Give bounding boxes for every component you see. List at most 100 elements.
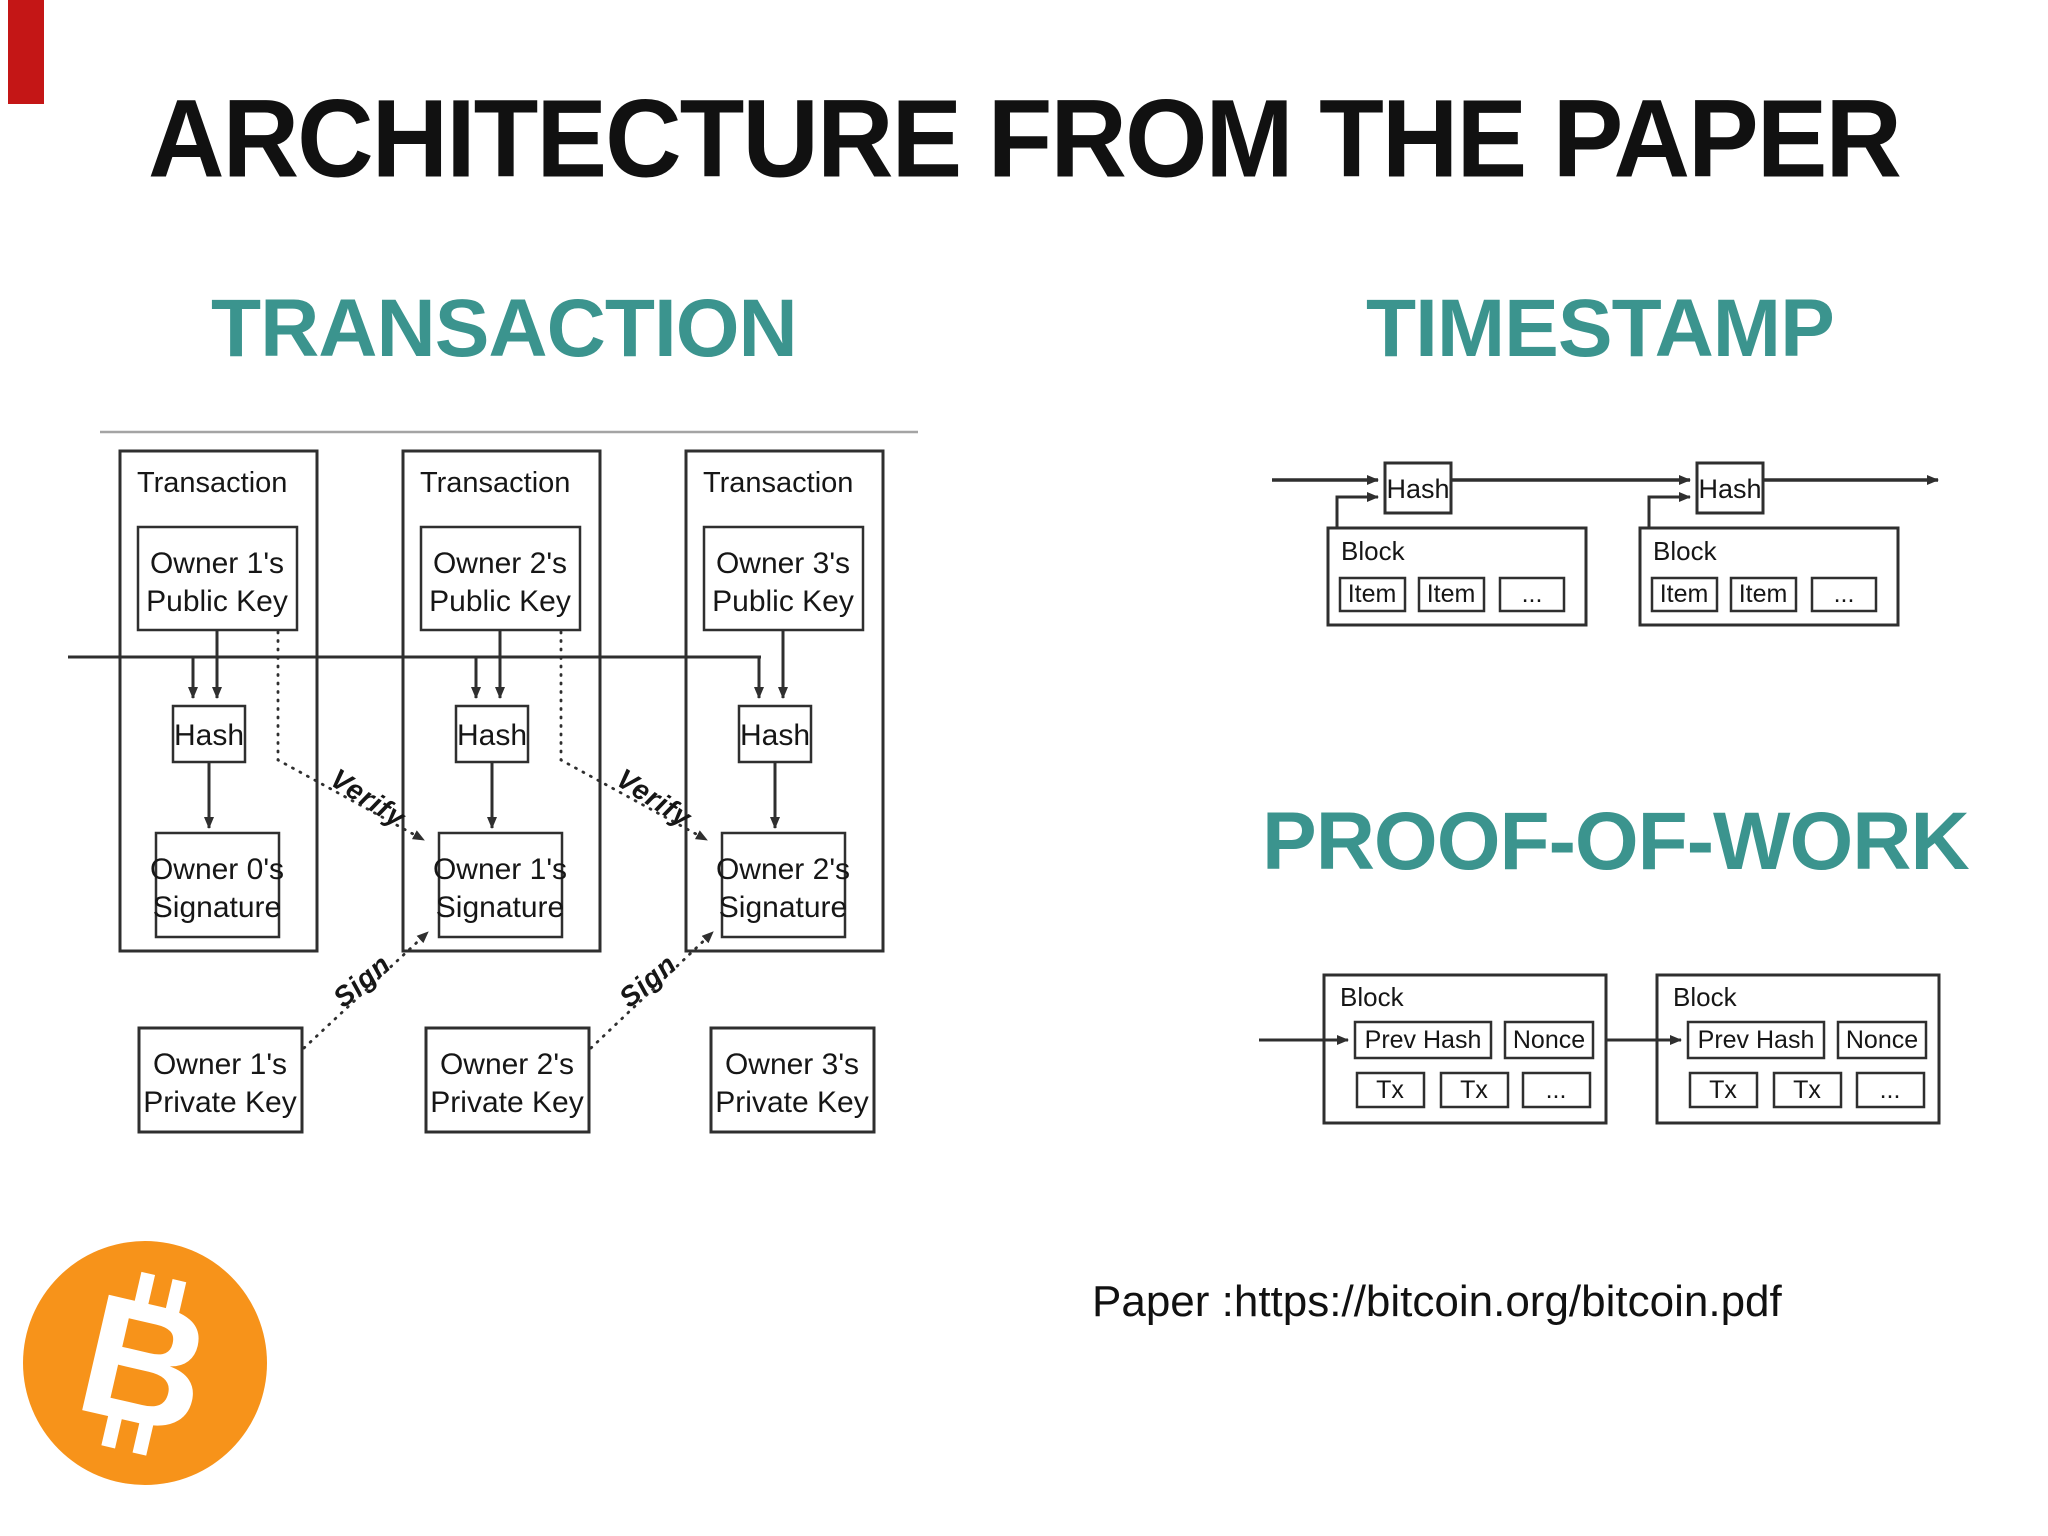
private-key-label-line1: Owner 2's (440, 1048, 574, 1081)
transaction-box (118, 449, 319, 953)
private-key-label-line1: Owner 3's (725, 1048, 859, 1081)
public-key-label-line2: Public Key (429, 585, 571, 618)
tx-ellipsis-box (1855, 1071, 1926, 1109)
timestamp-diagram: Hash Hash Block Item Item ... Block Item… (1272, 461, 1939, 627)
private-key-label-line1: Owner 1's (153, 1048, 287, 1081)
private-key-box (137, 1026, 304, 1134)
item-box (1338, 576, 1407, 613)
tx-box (1439, 1071, 1510, 1109)
nonce-label: Nonce (1846, 1026, 1918, 1054)
tx-label: Tx (1376, 1076, 1404, 1104)
public-key-box (136, 525, 299, 632)
public-key-box (419, 525, 582, 632)
public-key-label-line2: Public Key (146, 585, 288, 618)
tx-box (1355, 1071, 1426, 1109)
block-box (1322, 973, 1608, 1125)
hash-box (454, 704, 530, 764)
timestamp-section-heading: TIMESTAMP (1366, 283, 1835, 374)
tx-label: Tx (1709, 1076, 1737, 1104)
public-key-box (702, 525, 865, 632)
item-label: Item (1427, 580, 1476, 608)
sign-label-2: Sign (613, 948, 682, 1013)
transaction-diagram: Transaction Owner 1's Public Key Hash Ow… (68, 430, 918, 1134)
public-key-label-line1: Owner 3's (716, 547, 850, 580)
public-key-label-line2: Public Key (712, 585, 854, 618)
hash-label: Hash (1698, 474, 1761, 504)
private-key-box (709, 1026, 876, 1134)
verify-arrow-2 (559, 630, 709, 842)
transaction-box-label: Transaction (703, 467, 853, 499)
proof-of-work-section-heading: PROOF-OF-WORK (1262, 796, 1970, 887)
transaction-box-label: Transaction (420, 467, 570, 499)
signature-label-line2: Signature (153, 891, 281, 924)
item-ellipsis-label: ... (1834, 580, 1855, 608)
transaction-box (684, 449, 885, 953)
tx-label: Tx (1460, 1076, 1488, 1104)
pow-block-1: Block Prev Hash Nonce Tx Tx ... (1322, 973, 1608, 1125)
tx-ellipsis-label: ... (1880, 1076, 1901, 1104)
transaction-column-2: Transaction Owner 2's Public Key Hash Ow… (401, 449, 602, 953)
verify-arrow-1 (276, 630, 426, 842)
private-key-label-line2: Private Key (143, 1086, 296, 1119)
nonce-label: Nonce (1513, 1026, 1585, 1054)
signature-label-line2: Signature (436, 891, 564, 924)
prev-hash-box (1686, 1020, 1826, 1060)
hash-box (1383, 461, 1453, 515)
hash-box (171, 704, 247, 764)
transaction-box-label: Transaction (137, 467, 287, 499)
page-title: ARCHITECTURE FROM THE PAPER (148, 77, 1902, 201)
pow-block-2: Block Prev Hash Nonce Tx Tx ... (1655, 973, 1941, 1125)
tx-box (1688, 1071, 1759, 1109)
signature-box (154, 831, 281, 939)
block-label: Block (1340, 982, 1405, 1012)
block-box (1655, 973, 1941, 1125)
hash-label: Hash (1386, 474, 1449, 504)
red-corner-marker (8, 0, 44, 104)
public-key-label-line1: Owner 2's (433, 547, 567, 580)
tx-label: Tx (1793, 1076, 1821, 1104)
sign-label-1: Sign (327, 948, 396, 1013)
prev-hash-box (1353, 1020, 1493, 1060)
item-box (1417, 576, 1486, 613)
private-key-label-line2: Private Key (430, 1086, 583, 1119)
hash-label: Hash (740, 719, 810, 752)
item-ellipsis-label: ... (1522, 580, 1543, 608)
signature-label-line2: Signature (719, 891, 847, 924)
tx-box (1772, 1071, 1843, 1109)
nonce-box (1503, 1020, 1595, 1060)
item-label: Item (1739, 580, 1788, 608)
transaction-column-1: Transaction Owner 1's Public Key Hash Ow… (118, 449, 319, 953)
item-box (1729, 576, 1798, 613)
timestamp-block-1: Block Item Item ... (1326, 526, 1588, 627)
signature-box (437, 831, 564, 939)
hash-label: Hash (174, 719, 244, 752)
signature-box (720, 831, 847, 939)
private-key-row: Owner 1's Private Key Owner 2's Private … (137, 1026, 876, 1134)
tx-ellipsis-box (1521, 1071, 1592, 1109)
timestamp-block-2: Block Item Item ... (1638, 526, 1900, 627)
signature-label-line1: Owner 0's (150, 853, 284, 886)
proof-of-work-diagram: Block Prev Hash Nonce Tx Tx ... Block Pr… (1259, 973, 1941, 1125)
item-label: Item (1348, 580, 1397, 608)
paper-link: Paper :https://bitcoin.org/bitcoin.pdf (1092, 1277, 1782, 1326)
public-key-label-line1: Owner 1's (150, 547, 284, 580)
item-ellipsis-box (1810, 576, 1878, 613)
sign-arrow-2 (589, 930, 715, 1050)
block-to-hash-arrow-1 (1335, 492, 1379, 528)
private-key-label-line2: Private Key (715, 1086, 868, 1119)
transaction-box (401, 449, 602, 953)
signature-label-line1: Owner 1's (433, 853, 567, 886)
hash-box (737, 704, 813, 764)
bitcoin-coin-circle (23, 1241, 267, 1485)
bitcoin-logo-icon: B (23, 1241, 267, 1485)
sign-arrow-1 (302, 930, 430, 1050)
item-label: Item (1660, 580, 1709, 608)
prev-hash-label: Prev Hash (1698, 1026, 1815, 1054)
block-label: Block (1673, 982, 1738, 1012)
signature-label-line1: Owner 2's (716, 853, 850, 886)
prev-hash-label: Prev Hash (1365, 1026, 1482, 1054)
item-ellipsis-box (1498, 576, 1566, 613)
item-box (1650, 576, 1719, 613)
tx-ellipsis-label: ... (1546, 1076, 1567, 1104)
